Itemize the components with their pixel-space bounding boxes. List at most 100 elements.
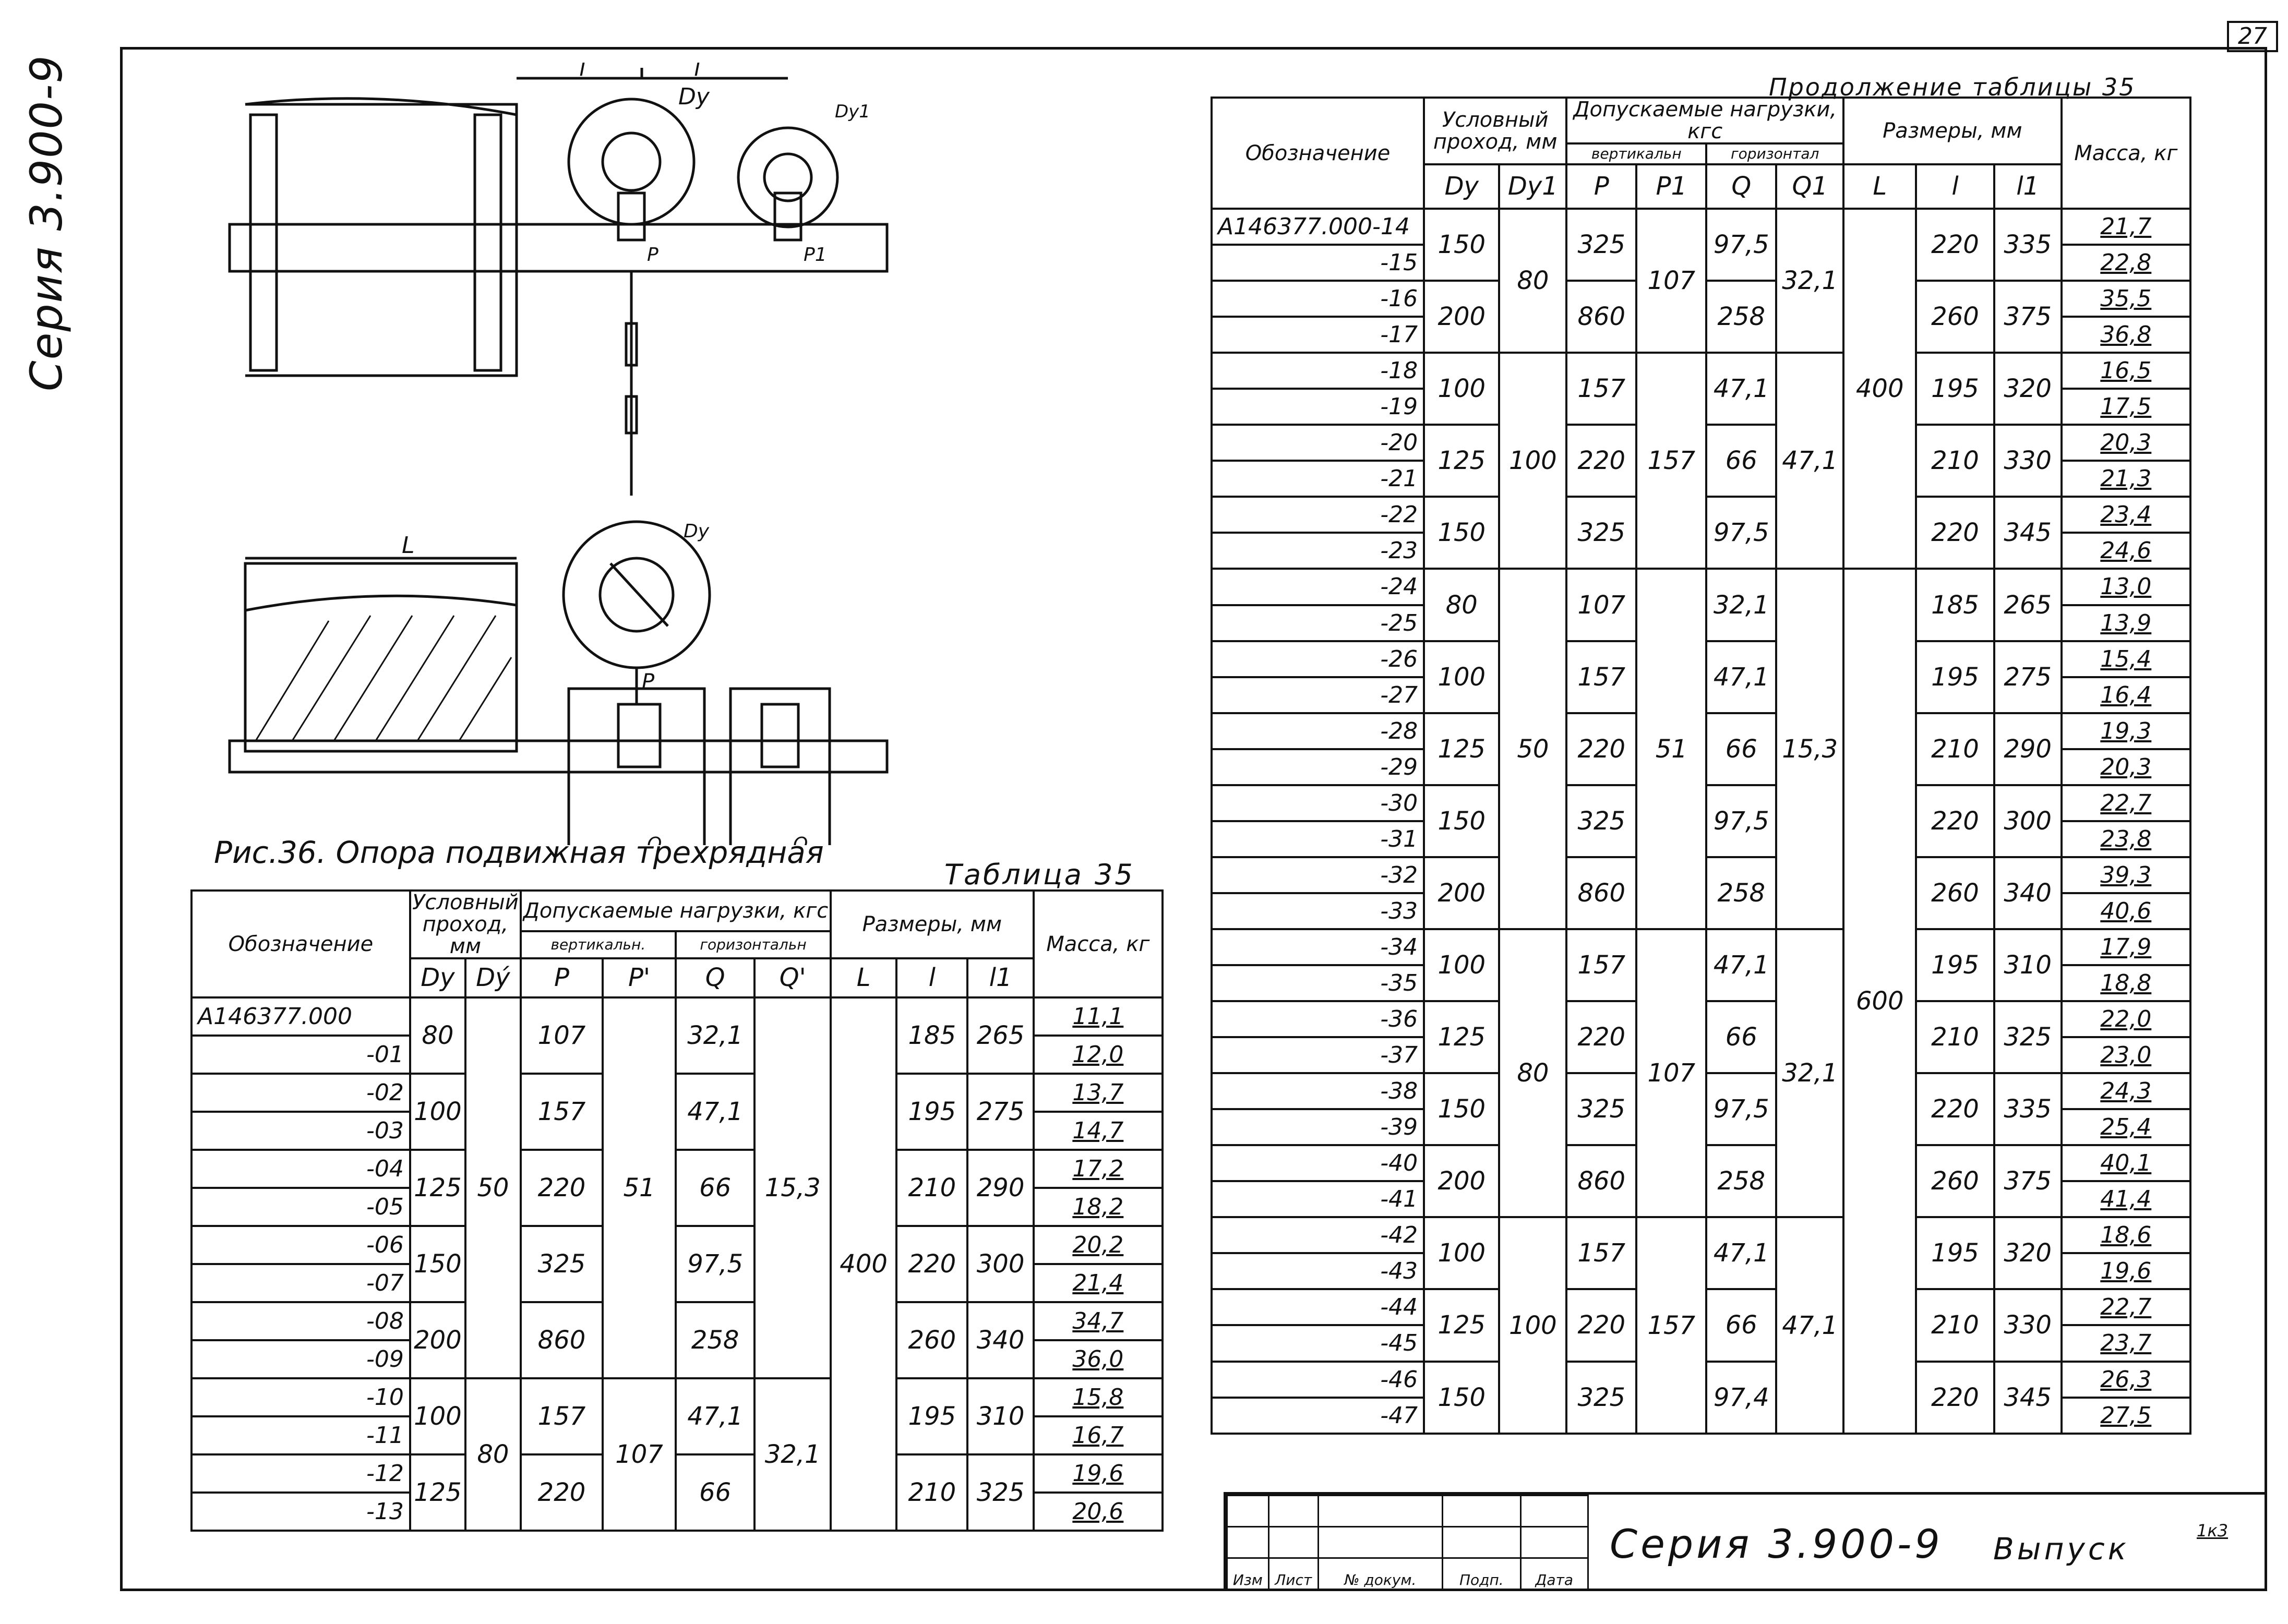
l1-cell: 290 — [1993, 712, 2063, 786]
dy-cell: 150 — [1423, 207, 1501, 282]
mass-cell: 24,3 — [2060, 1072, 2192, 1111]
q-cell: 66 — [1705, 1000, 1778, 1075]
col-L: L — [830, 957, 898, 999]
pipe-circle-dy1 — [737, 126, 839, 228]
mass-cell: 21,3 — [2060, 460, 2192, 498]
table-row: -37 23,0 — [1210, 1036, 2192, 1075]
col-dy1: Dý — [464, 957, 522, 999]
l-cell: 195 — [1915, 928, 1995, 1003]
l1-cell: 375 — [1993, 1144, 2063, 1219]
q1-cell: 32,1 — [753, 1377, 832, 1532]
designation-cell: -21 — [1210, 460, 1425, 498]
col-L: L — [1842, 163, 1918, 210]
l-cell: 210 — [1915, 424, 1995, 498]
label-dy: Dy — [678, 83, 710, 110]
mass-cell: 20,3 — [2060, 424, 2192, 462]
q-cell: 97,5 — [674, 1225, 756, 1303]
q1-cell: 32,1 — [1775, 928, 1845, 1219]
col-l: l — [1915, 163, 1995, 210]
l-cell: 260 — [1915, 1144, 1995, 1219]
table35-title: Таблица 35 — [944, 858, 1135, 891]
q-cell: 47,1 — [1705, 640, 1778, 714]
l1-cell: 340 — [966, 1301, 1035, 1379]
designation-cell: -34 — [1210, 928, 1425, 966]
designation-cell: -46 — [1210, 1360, 1425, 1399]
designation-cell: -25 — [1210, 604, 1425, 642]
l-cell: 185 — [895, 996, 969, 1075]
p-cell: 325 — [1565, 1072, 1638, 1147]
p1-cell: 51 — [602, 996, 677, 1379]
side-series-title: Серия 3.900-9 — [21, 54, 72, 391]
drawing-frame — [120, 47, 2267, 1591]
dy1-cell: 50 — [464, 996, 522, 1379]
l-cell: 195 — [1915, 640, 1995, 714]
designation-cell: -15 — [1210, 244, 1425, 282]
p-cell: 860 — [1565, 1144, 1638, 1219]
dy-cell: 100 — [1423, 352, 1501, 426]
l1-cell: 275 — [966, 1073, 1035, 1151]
p-cell: 325 — [1565, 496, 1638, 570]
q1-cell: 15,3 — [753, 996, 832, 1379]
mass-cell: 21,7 — [2060, 207, 2192, 246]
title-block: Изм Лист № докум. Подп. Дата Серия 3.900… — [1224, 1492, 2265, 1590]
dy1-cell: 100 — [1498, 1216, 1568, 1435]
dy-cell: 150 — [1423, 496, 1501, 570]
l1-cell: 325 — [966, 1453, 1035, 1532]
table35-continuation: Обозначение Условный проход, мм Допускае… — [1210, 97, 2192, 1435]
dy1-cell: 50 — [1498, 568, 1568, 930]
tb-col-list: Лист — [1267, 1557, 1319, 1590]
mass-cell: 15,8 — [1032, 1377, 1164, 1417]
mass-cell: 27,5 — [2060, 1396, 2192, 1435]
q-cell: 97,5 — [1705, 496, 1778, 570]
designation-cell: -13 — [190, 1491, 411, 1532]
designation-cell: -41 — [1210, 1180, 1425, 1219]
mass-cell: 12,0 — [1032, 1034, 1164, 1075]
designation-cell: -11 — [190, 1415, 411, 1455]
designation-cell: -09 — [190, 1339, 411, 1379]
q-cell: 47,1 — [674, 1377, 756, 1455]
l1-cell: 265 — [1993, 568, 2063, 642]
dy-cell: 125 — [1423, 1288, 1501, 1363]
l1-cell: 320 — [1993, 1216, 2063, 1291]
dy-cell: 150 — [1423, 1072, 1501, 1147]
dy1-cell: 100 — [1498, 352, 1568, 570]
dy-cell: 200 — [1423, 856, 1501, 930]
designation-cell: -37 — [1210, 1036, 1425, 1075]
left-column — [249, 113, 278, 372]
crossbeam-top — [228, 223, 889, 273]
l-cell: 260 — [1915, 856, 1995, 930]
col-p: P — [519, 957, 604, 999]
col-loads: Допускаемые нагрузки, кгс — [519, 889, 832, 932]
p-cell: 325 — [1565, 1360, 1638, 1435]
q-cell: 47,1 — [1705, 352, 1778, 426]
col-nominal-bore: Условный проход, мм — [409, 889, 522, 959]
mass-cell: 23,7 — [2060, 1324, 2192, 1363]
dy1-cell: 80 — [1498, 207, 1568, 354]
mass-cell: 22,8 — [2060, 244, 2192, 282]
table35: Обозначение Условный проход, мм Допускае… — [190, 889, 1164, 1532]
designation-cell: -07 — [190, 1263, 411, 1303]
p-cell: 220 — [1565, 712, 1638, 786]
q-cell: 258 — [674, 1301, 756, 1379]
designation-cell: А146377.000-14 — [1210, 207, 1425, 246]
designation-cell: -42 — [1210, 1216, 1425, 1255]
mass-cell: 22,7 — [2060, 784, 2192, 822]
designation-cell: -17 — [1210, 316, 1425, 354]
beam-outline-top — [245, 97, 518, 377]
l1-cell: 330 — [1993, 1288, 2063, 1363]
mass-cell: 13,9 — [2060, 604, 2192, 642]
l-cell: 220 — [895, 1225, 969, 1303]
L-cell: 600 — [1842, 568, 1918, 1435]
q-cell: 97,5 — [1705, 1072, 1778, 1147]
mass-cell: 23,0 — [2060, 1036, 2192, 1075]
